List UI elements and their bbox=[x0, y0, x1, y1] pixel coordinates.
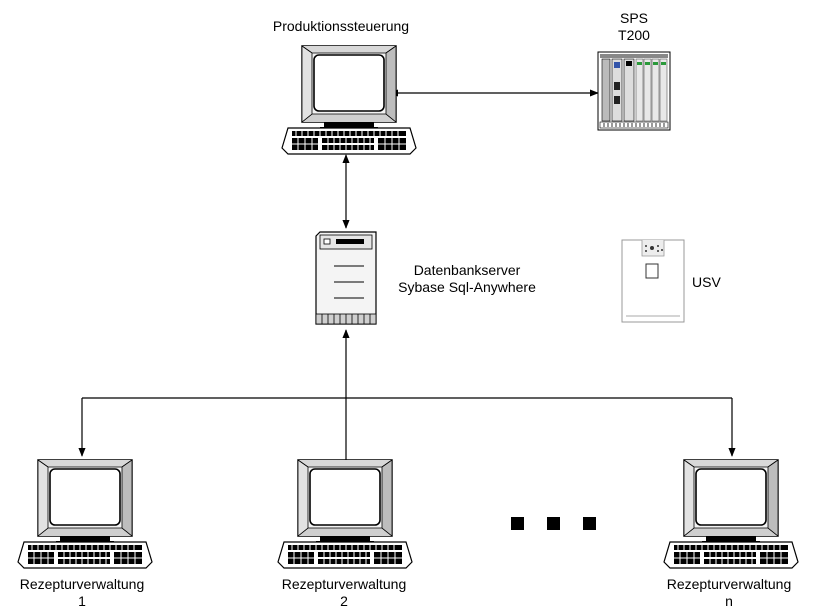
label-client-n-line1: Rezepturverwaltung bbox=[666, 576, 792, 592]
ellipsis-marker bbox=[511, 517, 596, 530]
label-db-server-line1: Datenbankserver bbox=[413, 262, 521, 278]
label-client-n-line2: n bbox=[725, 593, 733, 609]
label-client-2-line1: Rezepturverwaltung bbox=[281, 576, 407, 592]
label-client-2-line2: 2 bbox=[340, 593, 348, 609]
workstation-client-n bbox=[663, 459, 799, 569]
label-ups: USV bbox=[692, 274, 721, 290]
label-plc-line1: SPS bbox=[619, 10, 648, 26]
workstation-client-2 bbox=[277, 459, 413, 569]
label-plc: SPS T200 bbox=[598, 10, 670, 44]
ellipsis-dot-1 bbox=[511, 517, 524, 530]
ellipsis-dot-2 bbox=[547, 517, 560, 530]
label-client-n: Rezepturverwaltung n bbox=[646, 576, 812, 610]
plc-rack-icon bbox=[597, 51, 671, 131]
database-server-icon bbox=[315, 231, 377, 325]
label-db-server-line2: Sybase Sql-Anywhere bbox=[398, 279, 536, 295]
label-client-2: Rezepturverwaltung 2 bbox=[264, 576, 424, 610]
ellipsis-dot-3 bbox=[583, 517, 596, 530]
workstation-client-1 bbox=[17, 459, 153, 569]
label-plc-line2: T200 bbox=[618, 27, 650, 43]
label-client-1-line1: Rezepturverwaltung bbox=[19, 576, 145, 592]
ups-icon bbox=[621, 239, 685, 323]
label-client-1-line2: 1 bbox=[78, 593, 86, 609]
label-db-server: Datenbankserver Sybase Sql-Anywhere bbox=[376, 262, 558, 296]
connections bbox=[78, 89, 736, 462]
workstation-production bbox=[281, 45, 417, 155]
label-client-1: Rezepturverwaltung 1 bbox=[2, 576, 162, 610]
label-production: Produktionssteuerung bbox=[272, 18, 410, 34]
